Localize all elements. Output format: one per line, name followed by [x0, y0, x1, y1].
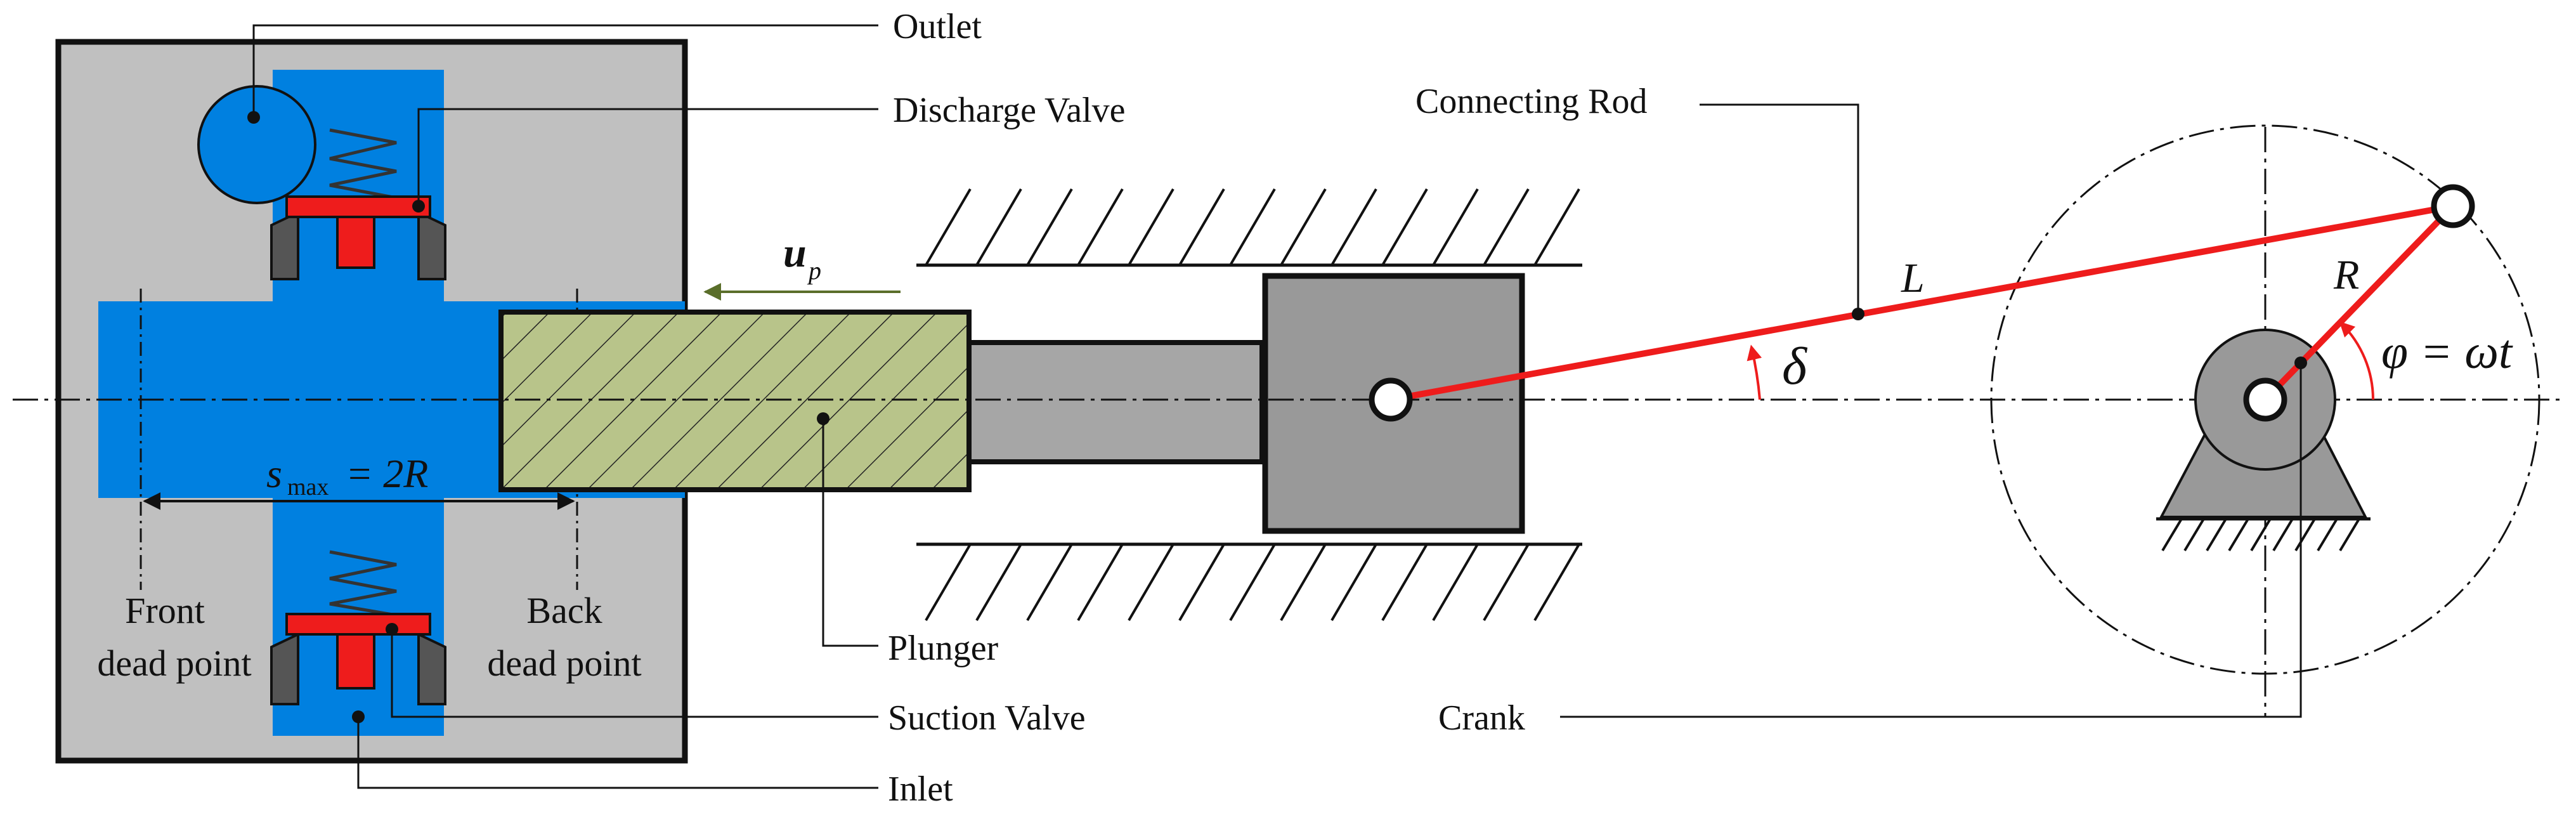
plunger-label: Plunger: [888, 629, 999, 668]
rod-length-label: L: [1901, 255, 1925, 301]
crank-center-pin: [2243, 377, 2287, 422]
crosshead-pin: [1369, 377, 1413, 422]
outlet-label: Outlet: [893, 7, 982, 46]
phi-angle-arc: [2339, 321, 2374, 400]
velocity-label-p: p: [807, 256, 821, 285]
plunger-leader: [822, 419, 878, 647]
crank-pin: [2431, 184, 2475, 228]
discharge-valve-label: Discharge Valve: [893, 91, 1126, 130]
crank-circle: [1990, 124, 2540, 675]
discharge-valve-leader: [417, 108, 878, 206]
connecting-rod-label: Connecting Rod: [1415, 82, 1648, 121]
back-dead-point-label-2: dead point: [487, 643, 641, 684]
connecting-rod: [1390, 203, 2454, 403]
suction-valve-label: Suction Valve: [888, 698, 1086, 738]
phi-label: φ = ωt: [2381, 325, 2513, 379]
stroke-label-rhs: = 2R: [346, 451, 428, 496]
crank-radius-label: R: [2333, 252, 2359, 298]
guide-wall-bottom: [916, 542, 1582, 622]
crank-leader: [1560, 363, 2302, 718]
stroke-label-s: s: [266, 451, 282, 496]
guide-wall-top: [916, 188, 1582, 267]
suction-valve-leader: [391, 629, 878, 718]
inlet-label: Inlet: [888, 769, 953, 809]
velocity-label-u: u: [783, 230, 807, 276]
inlet-leader: [357, 717, 878, 789]
outlet-leader: [252, 24, 878, 117]
stroke-label-max: max: [287, 474, 329, 500]
delta-label: δ: [1782, 337, 1808, 396]
suction-valve: [285, 613, 431, 690]
outlet-port: [197, 85, 316, 204]
crank-label: Crank: [1438, 698, 1525, 738]
back-dead-point-label-1: Back: [526, 590, 602, 631]
connecting-rod-leader: [1700, 103, 1859, 314]
front-dead-point-label-2: dead point: [97, 643, 251, 684]
discharge-valve: [285, 195, 431, 269]
plunger-rod: [966, 340, 1265, 464]
front-dead-point-label-1: Front: [125, 590, 205, 631]
plunger-body: [498, 310, 972, 492]
suction-valve-seats: [270, 632, 446, 705]
callout-leaders: [252, 24, 2302, 789]
delta-angle-arc: [1747, 344, 1762, 400]
